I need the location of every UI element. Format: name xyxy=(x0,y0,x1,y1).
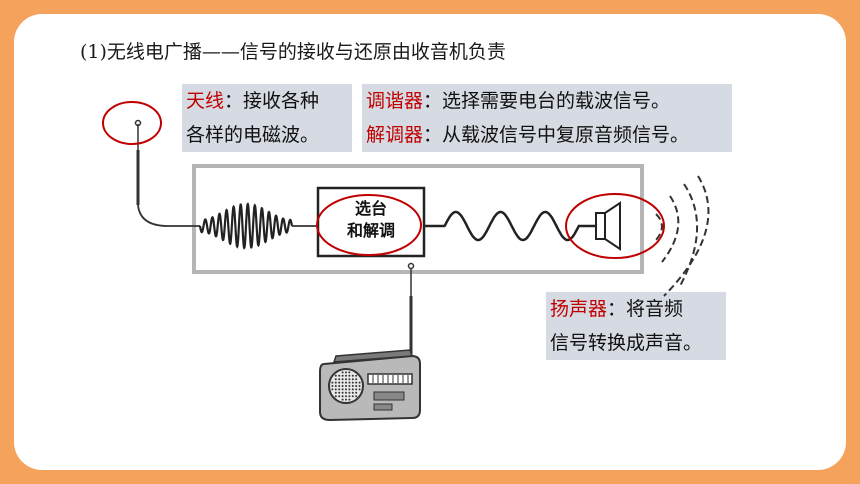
grille-dot xyxy=(348,395,351,398)
speaker-highlight xyxy=(565,193,665,259)
antenna-callout: 天线：接收各种 各样的电磁波。 xyxy=(182,84,352,152)
radio-connector xyxy=(407,262,415,362)
grille-dot xyxy=(341,374,344,377)
page-title: (1)无线电广播——信号的接收与还原由收音机负责 xyxy=(80,41,506,63)
grille-dot xyxy=(345,391,347,394)
tuner-box-line2: 和解调 xyxy=(346,221,395,240)
grille-dot xyxy=(358,381,361,384)
grille-dot xyxy=(348,374,351,377)
grille-dot xyxy=(348,378,351,381)
grille-dot xyxy=(358,385,361,387)
grille-dot xyxy=(341,378,344,381)
radio-illustration xyxy=(319,349,421,422)
speaker-desc-1: ：将音频 xyxy=(607,298,684,320)
grille-dot xyxy=(348,388,351,391)
grille-dot xyxy=(341,391,344,394)
antenna-desc-1: ：接收各种 xyxy=(224,90,320,112)
tuner-desc: ：选择需要电台的载波信号。 xyxy=(423,90,671,112)
grille-dot xyxy=(334,385,337,387)
grille-dot xyxy=(355,385,358,387)
grille-dot xyxy=(351,395,354,398)
grille-dot xyxy=(345,388,347,391)
antenna-desc-2: 各样的电磁波。 xyxy=(186,124,320,146)
signal-path-frame xyxy=(192,164,644,274)
grille-dot xyxy=(355,378,358,381)
grille-dot xyxy=(334,395,337,398)
grille-dot xyxy=(355,381,358,384)
highlight-ellipses xyxy=(102,101,665,259)
grille-dot xyxy=(338,381,341,384)
grille-dot xyxy=(334,381,337,384)
grille-dot xyxy=(345,398,347,401)
tuner-term: 调谐器 xyxy=(366,90,424,112)
speaker-desc-2: 信号转换成声音。 xyxy=(550,332,703,354)
grille-dot xyxy=(341,371,344,374)
grille-dot xyxy=(355,374,358,377)
antenna-term: 天线 xyxy=(186,90,225,112)
demodulator-term: 解调器 xyxy=(366,124,424,146)
speaker-callout: 扬声器：将音频 信号转换成声音。 xyxy=(546,292,726,360)
grille-dot xyxy=(341,395,344,398)
grille-dot xyxy=(355,391,358,394)
tuner-box-line1: 选台 xyxy=(354,199,387,218)
grille-dot xyxy=(348,385,351,387)
modulated-wave xyxy=(198,202,294,250)
speaker-icon xyxy=(595,201,621,251)
grille-dot xyxy=(351,391,354,394)
demodulator-callout-line: 解调器：从载波信号中复原音频信号。 xyxy=(366,118,728,152)
grille-dot xyxy=(355,388,358,391)
grille-dot xyxy=(345,395,347,398)
grille-dot xyxy=(348,391,351,394)
demodulator-desc: ：从载波信号中复原音频信号。 xyxy=(423,124,690,146)
tuner-box-label: 选台 和解调 xyxy=(318,198,424,242)
grille-dot xyxy=(338,391,341,394)
grille-dot xyxy=(348,381,351,384)
grille-dot xyxy=(331,385,334,387)
tuner-callout-line1: 调谐器：选择需要电台的载波信号。 xyxy=(366,84,728,118)
grille-dot xyxy=(348,371,351,374)
antenna-graphic xyxy=(134,119,200,227)
grille-dot xyxy=(331,381,334,384)
grille-dot xyxy=(341,385,344,387)
grille-dot xyxy=(341,381,344,384)
grille-dot xyxy=(334,391,337,394)
grille-dot xyxy=(334,378,337,381)
grille-dot xyxy=(334,374,337,377)
grille-dot xyxy=(351,378,354,381)
grille-dot xyxy=(345,378,347,381)
grille-dot xyxy=(331,388,334,391)
grille-dot xyxy=(338,395,341,398)
tuner-highlight xyxy=(316,194,422,256)
tuner-callout: 调谐器：选择需要电台的载波信号。 解调器：从载波信号中复原音频信号。 xyxy=(362,84,732,152)
grille-dot xyxy=(345,385,347,387)
grille-dot xyxy=(351,385,354,387)
grille-dot xyxy=(334,388,337,391)
grille-dot xyxy=(338,374,341,377)
grille-dot xyxy=(355,395,358,398)
grille-dot xyxy=(351,388,354,391)
grille-dot xyxy=(348,398,351,401)
speaker-term: 扬声器 xyxy=(550,298,608,320)
grille-dot xyxy=(338,388,341,391)
grille-dot xyxy=(345,371,347,374)
grille-dot xyxy=(351,374,354,377)
grille-dot xyxy=(338,378,341,381)
grille-dot xyxy=(341,398,344,401)
grille-dot xyxy=(351,381,354,384)
sound-waves xyxy=(655,175,710,297)
antenna-highlight xyxy=(102,101,162,145)
grille-dot xyxy=(345,374,347,377)
radio-dial xyxy=(367,373,413,385)
grille-dot xyxy=(358,388,361,391)
grille-dot xyxy=(341,388,344,391)
grille-dot xyxy=(345,381,347,384)
speaker-callout-line1: 扬声器：将音频 xyxy=(550,292,722,326)
grille-dot xyxy=(338,385,341,387)
audio-wave xyxy=(424,210,596,242)
antenna-callout-line1: 天线：接收各种 xyxy=(186,84,348,118)
